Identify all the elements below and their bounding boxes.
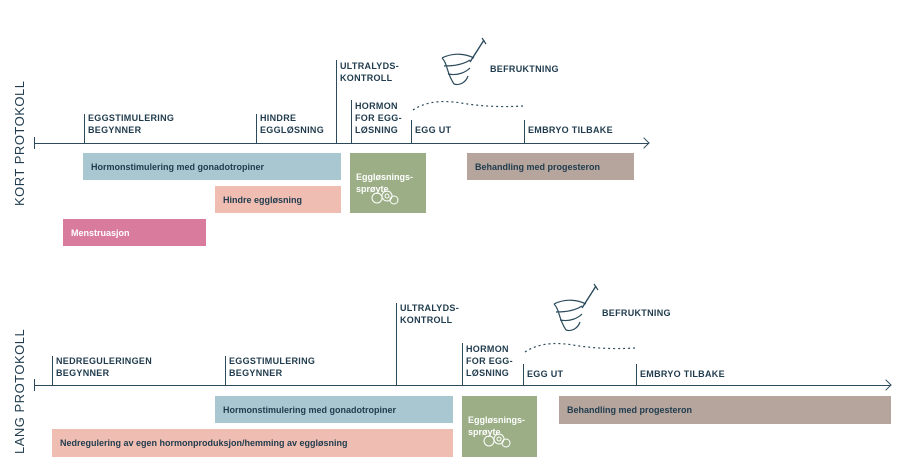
short-tick-egg-stim	[84, 114, 85, 143]
long-bar-hormonstim: Hormonstimulering med gonadotropiner	[215, 396, 453, 423]
short-bar-hormonstim: Hormonstimulering med gonadotropiner	[83, 153, 341, 180]
long-timeline-axis	[34, 385, 890, 386]
short-dotted-arc	[412, 100, 524, 111]
long-label-hormon: HORMON FOR EGG- LØSNING	[466, 344, 513, 378]
long-protocol-label: LANG PROTOKOLL	[12, 328, 27, 454]
long-dotted-arc	[524, 342, 636, 353]
short-tick-start	[34, 137, 35, 149]
long-tick-ultralyd	[396, 303, 397, 385]
short-tick-egg-ut	[411, 120, 412, 143]
short-label-egg-ut: EGG UT	[415, 125, 452, 135]
short-protocol-label: KORT PROTOKOLL	[12, 80, 27, 207]
hand-with-needle-icon	[441, 37, 487, 86]
short-tick-hormon	[351, 100, 352, 143]
long-tick-nedreg	[52, 356, 53, 385]
long-label-egg-stim: EGGSTIMULERING BEGYNNER	[229, 356, 316, 378]
short-label-embryo: EMBRYO TILBAKE	[528, 125, 613, 135]
long-timeline-arrow	[880, 379, 892, 391]
short-tick-hindre	[256, 114, 257, 143]
short-label-egg-stim: EGGSTIMULERING BEGYNNER	[88, 113, 175, 135]
long-label-befruktning: BEFRUKTNING	[602, 308, 671, 318]
hand-with-needle-icon	[553, 283, 599, 332]
short-trigger-label: Eggløsnings- sprøyte	[356, 172, 413, 194]
short-tick-ultralyd	[336, 60, 337, 143]
long-trigger-label: Eggløsnings- sprøyte	[468, 415, 525, 437]
long-tick-egg-stim	[225, 356, 226, 385]
short-timeline-arrow	[638, 137, 650, 149]
short-bar-hindre: Hindre eggløsning	[215, 186, 341, 213]
long-label-ultralyd: ULTRALYDS- KONTROLL	[400, 303, 459, 325]
long-tick-start	[34, 379, 35, 391]
long-bar-nedreg: Nedregulering av egen hormonproduksjon/h…	[52, 429, 453, 457]
egg-cells-icon	[483, 433, 511, 448]
short-label-ultralyd: ULTRALYDS- KONTROLL	[340, 61, 399, 83]
long-tick-egg-ut	[523, 364, 524, 385]
short-label-hindre: HINDRE EGGLØSNING	[260, 113, 325, 135]
long-label-nedreg: NEDREGULERINGEN BEGYNNER	[56, 356, 153, 378]
long-bar-progesteron: Behandling med progesteron	[559, 396, 891, 424]
long-tick-embryo	[636, 364, 637, 385]
long-tick-hormon	[462, 343, 463, 385]
short-tick-embryo	[524, 120, 525, 143]
long-bar-trigger: Eggløsnings- sprøyte	[462, 396, 537, 457]
short-label-hormon: HORMON FOR EGG- LØSNING	[355, 101, 402, 135]
short-label-befruktning: BEFRUKTNING	[490, 64, 559, 74]
egg-cells-icon	[371, 190, 399, 205]
long-label-egg-ut: EGG UT	[527, 369, 564, 379]
short-bar-mens: Menstruasjon	[63, 219, 206, 246]
long-label-embryo: EMBRYO TILBAKE	[640, 369, 725, 379]
short-bar-trigger: Eggløsnings- sprøyte	[350, 153, 426, 213]
short-bar-progesteron: Behandling med progesteron	[467, 153, 634, 180]
short-timeline-axis	[34, 143, 648, 144]
